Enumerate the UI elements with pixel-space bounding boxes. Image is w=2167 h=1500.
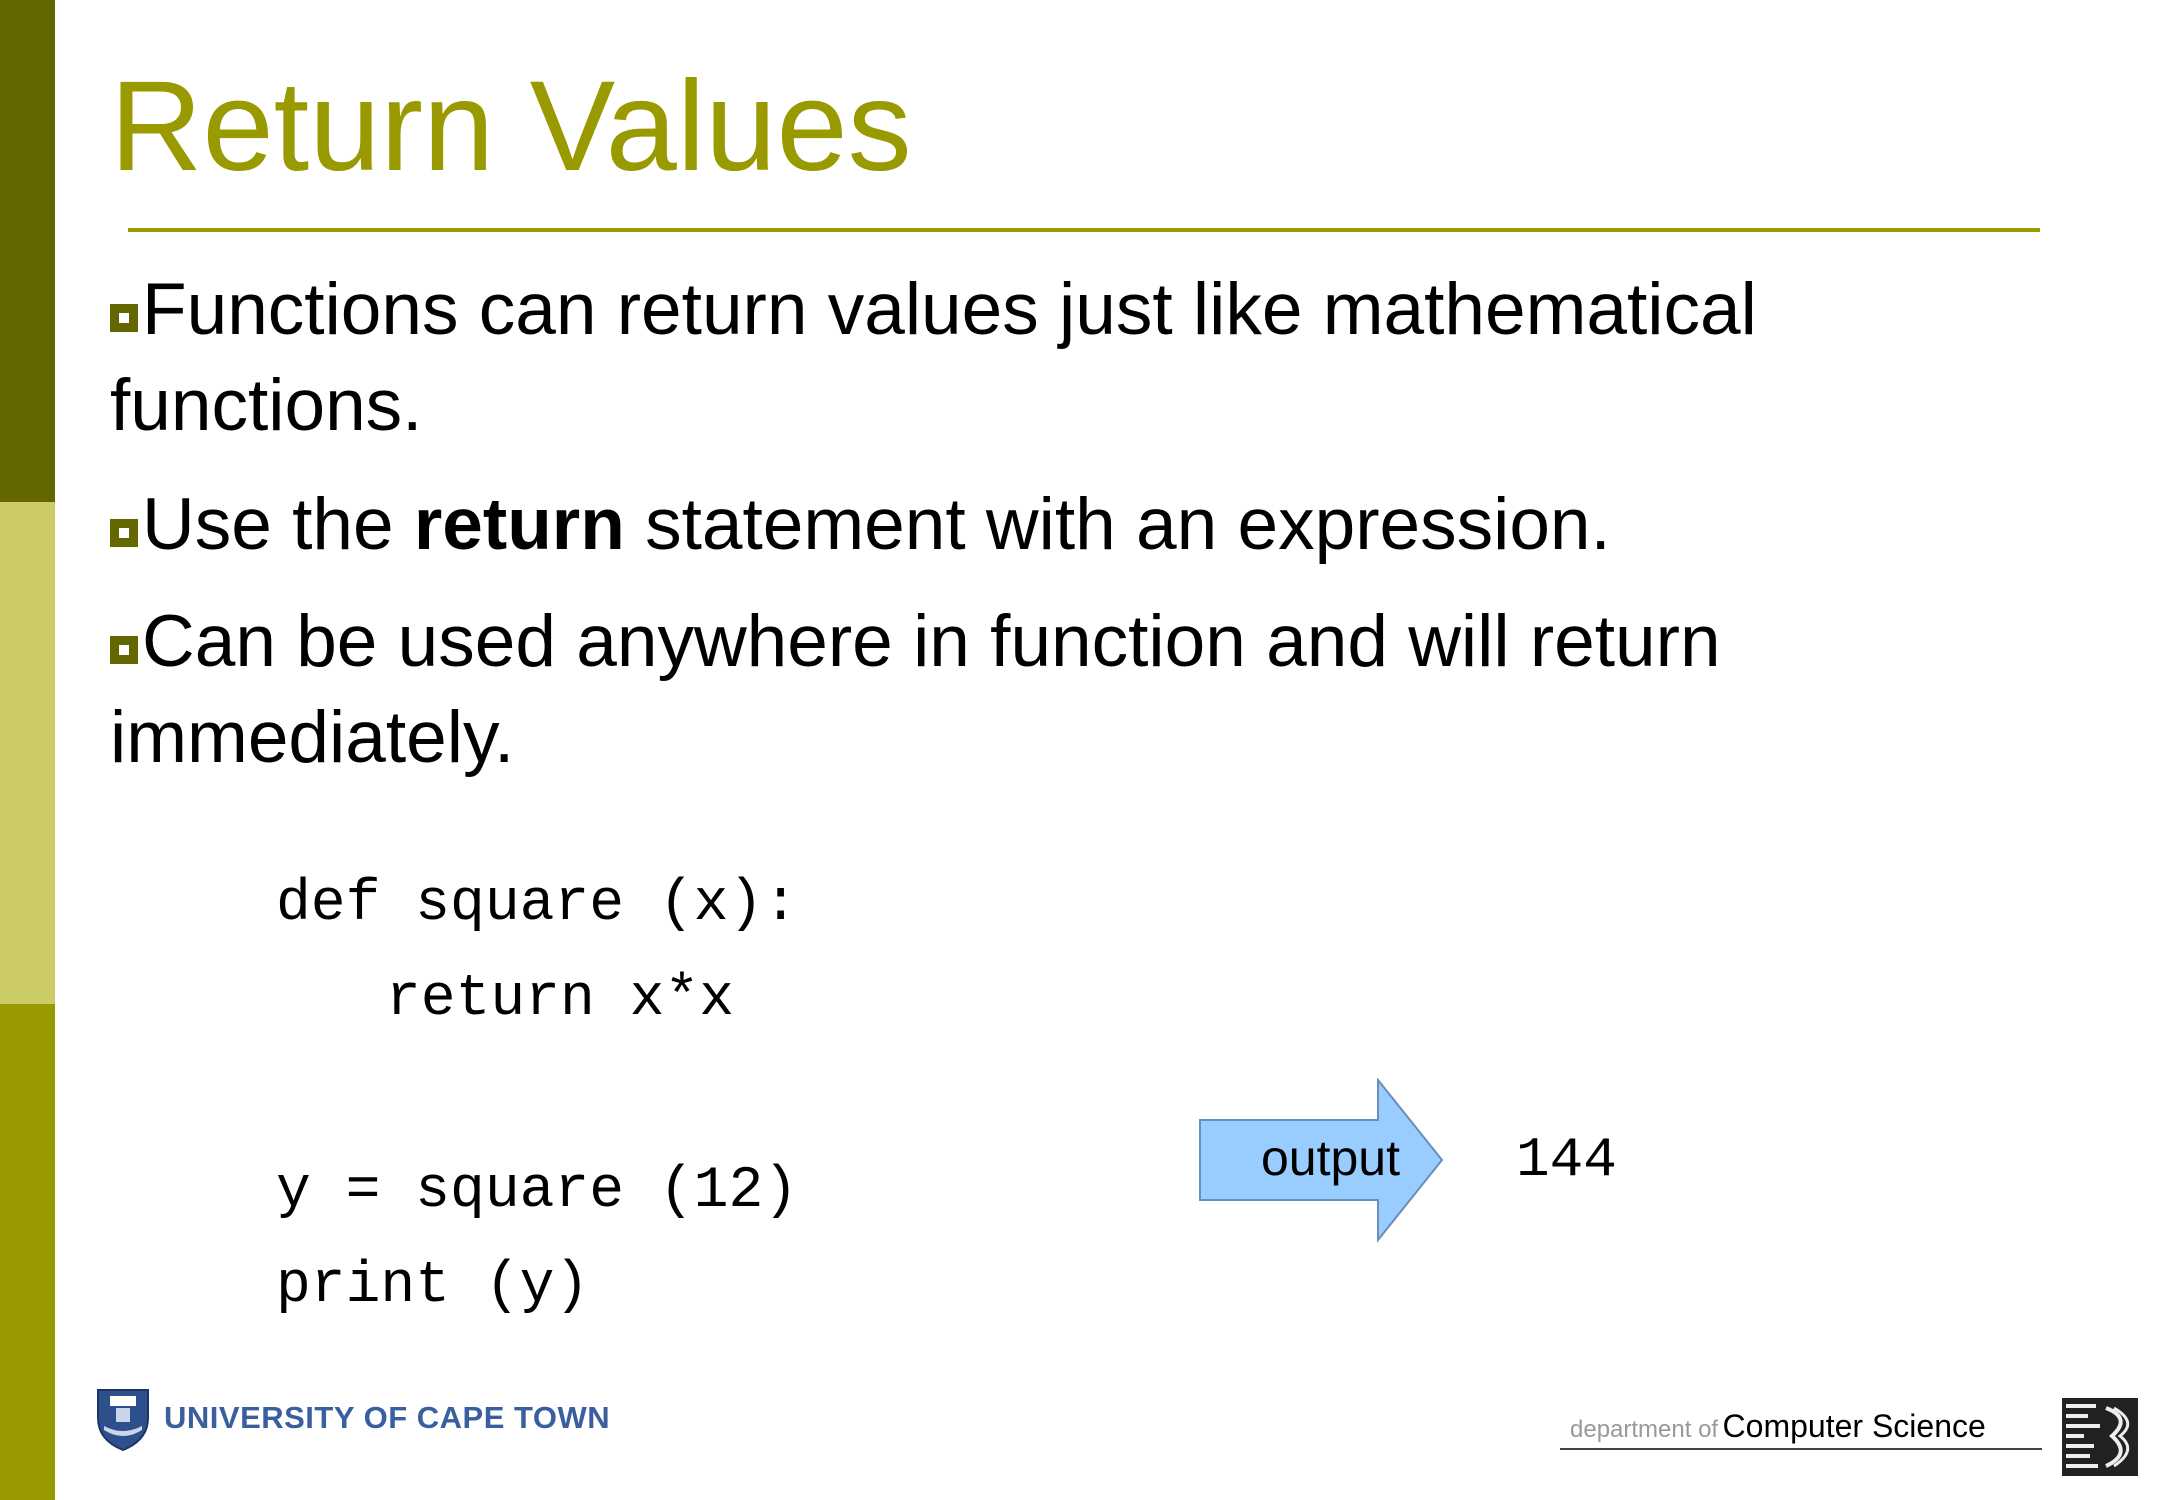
department-prefix: department of xyxy=(1570,1416,1719,1443)
bullet-2-post: statement with an expression. xyxy=(624,484,1611,565)
arrow-label: output xyxy=(1260,1130,1400,1186)
bullet-1: Functions can return values just like ma… xyxy=(110,262,2050,454)
department-label: department of Computer Science xyxy=(1570,1408,1986,1445)
code-line-def: def square (x): xyxy=(276,872,799,937)
bullet-3-text: Can be used anywhere in function and wil… xyxy=(110,601,1721,778)
bullet-square-icon xyxy=(110,304,138,332)
cs-department-logo-icon xyxy=(2062,1398,2138,1476)
department-underline xyxy=(1560,1448,2042,1450)
bullet-square-icon xyxy=(110,519,138,547)
code-line-return: return x*x xyxy=(386,967,735,1032)
department-name: Computer Science xyxy=(1722,1408,1986,1444)
code-line-print: print (y) xyxy=(276,1254,590,1319)
side-bar-bottom xyxy=(0,1004,55,1500)
university-name: UNIVERSITY OF CAPE TOWN xyxy=(164,1400,611,1435)
output-arrow-icon xyxy=(1199,1078,1444,1243)
side-bar-middle xyxy=(0,502,55,1004)
bullet-1-text: Functions can return values just like ma… xyxy=(110,269,1757,446)
bullet-2-pre: Use the xyxy=(142,484,414,565)
title-underline xyxy=(128,228,2040,232)
uct-crest-icon xyxy=(97,1389,149,1452)
slide-title: Return Values xyxy=(110,55,912,198)
bullet-2: Use the return statement with an express… xyxy=(110,477,2050,573)
bullet-2-keyword: return xyxy=(413,484,625,565)
output-value: 144 xyxy=(1516,1128,1617,1192)
code-line-assign: y = square (12) xyxy=(276,1159,799,1224)
side-bar-top xyxy=(0,0,55,502)
bullet-square-icon xyxy=(110,636,138,664)
bullet-3: Can be used anywhere in function and wil… xyxy=(110,594,2050,786)
